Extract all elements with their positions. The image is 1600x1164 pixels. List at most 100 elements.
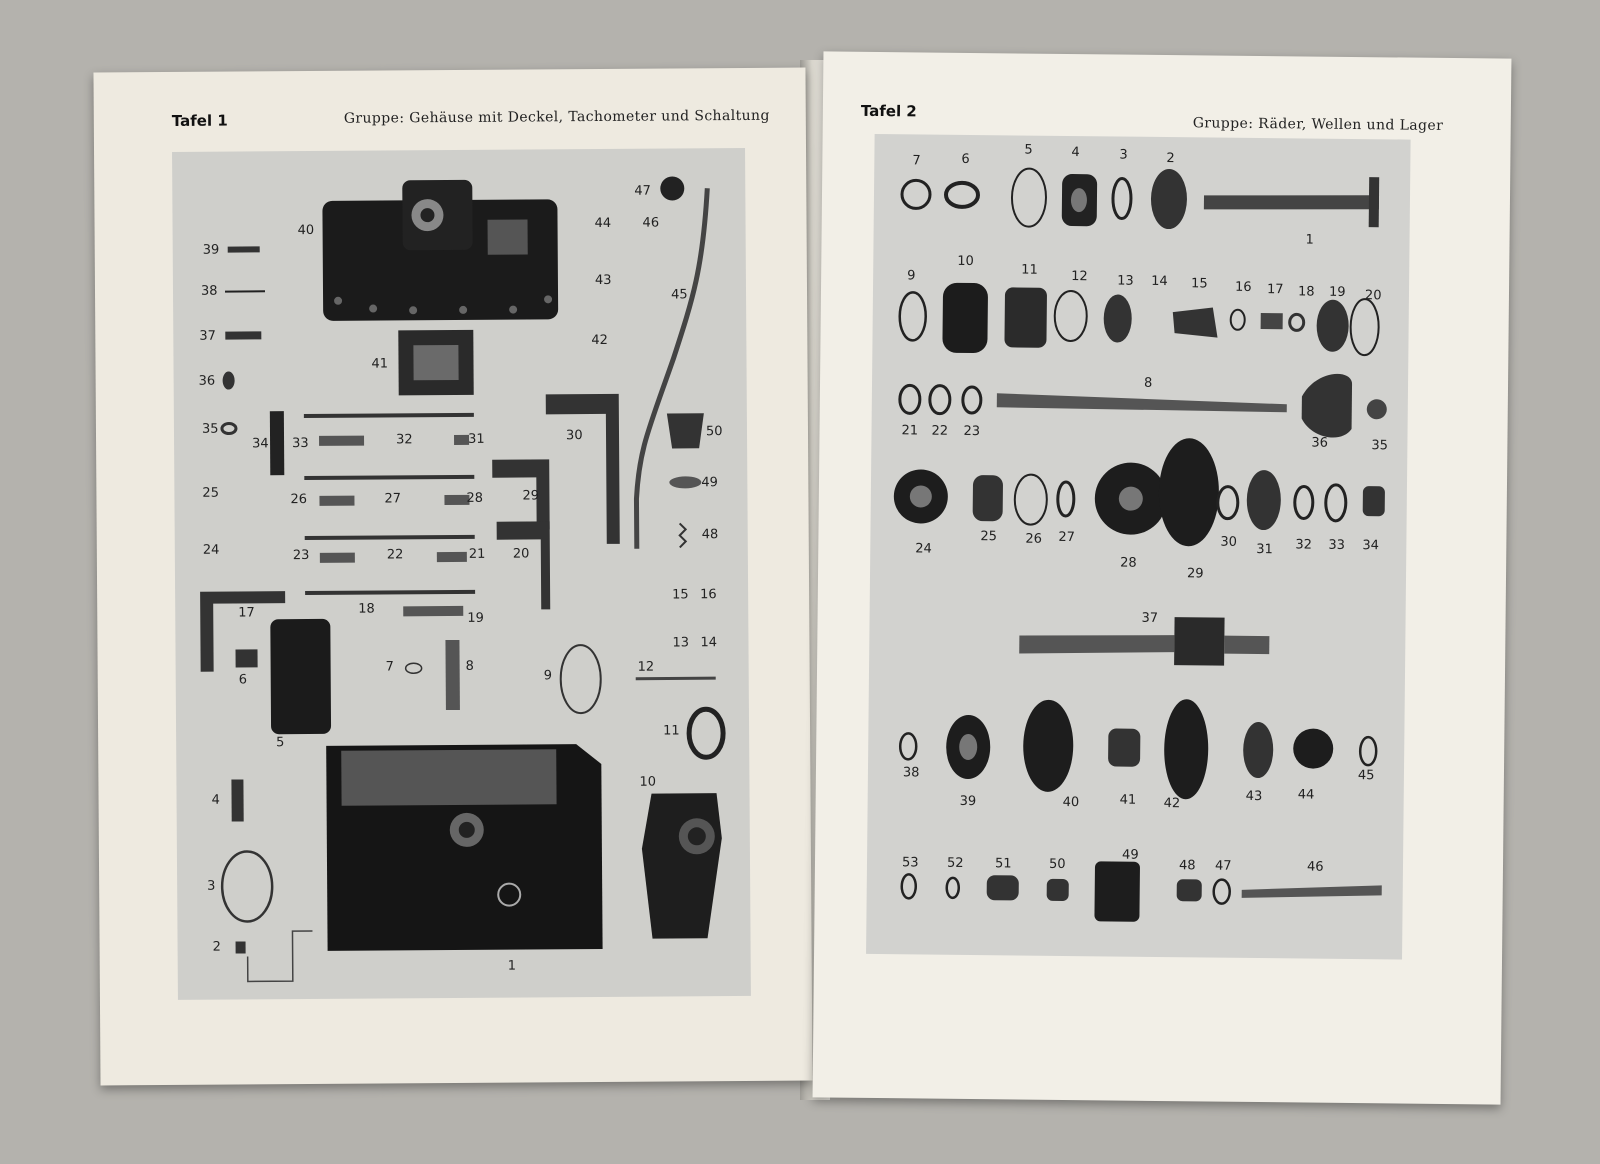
callout-r19: 19 <box>1328 284 1346 300</box>
callout-31: 31 <box>467 431 485 447</box>
callout-9: 9 <box>543 668 553 684</box>
callout-r46: 46 <box>1306 859 1324 875</box>
callout-r36: 36 <box>1311 435 1329 451</box>
callout-33: 33 <box>292 436 309 452</box>
callout-r15: 15 <box>1191 276 1208 292</box>
callout-r18: 18 <box>1297 284 1315 300</box>
callout-r11: 11 <box>1021 262 1038 278</box>
callout-r35: 35 <box>1371 438 1389 454</box>
callout-r53: 53 <box>901 855 919 871</box>
callout-42: 42 <box>591 332 608 349</box>
callout-22: 22 <box>386 547 404 563</box>
callout-15: 15 <box>672 587 689 603</box>
callout-r25: 25 <box>980 529 998 545</box>
callout-r43: 43 <box>1245 788 1263 805</box>
callout-r8: 8 <box>1143 375 1153 391</box>
callout-r52: 52 <box>946 855 964 871</box>
callout-37: 37 <box>199 328 216 344</box>
callout-49: 49 <box>701 475 718 491</box>
callout-r3: 3 <box>1119 147 1128 163</box>
callout-38: 38 <box>200 283 218 299</box>
callout-r23: 23 <box>963 423 981 440</box>
callout-r33: 33 <box>1328 537 1345 553</box>
callout-r21: 21 <box>901 423 919 439</box>
callout-r30: 30 <box>1220 534 1238 550</box>
group-title-left: Gruppe: Gehäuse mit Deckel, Tachometer u… <box>343 107 770 127</box>
callout-5: 5 <box>276 735 285 751</box>
callout-r17: 17 <box>1266 282 1284 298</box>
callout-r41: 41 <box>1119 792 1137 808</box>
callout-1: 1 <box>507 958 517 974</box>
callout-36: 36 <box>198 373 216 389</box>
callout-r14: 14 <box>1151 273 1168 290</box>
callout-r45: 45 <box>1357 768 1375 784</box>
left-page: Tafel 1 Gruppe: Gehäuse mit Deckel, Tach… <box>93 67 813 1086</box>
group-title-right: Gruppe: Räder, Wellen und Lager <box>1192 115 1444 134</box>
exploded-view-housing: 1 2 3 4 5 6 7 8 9 10 11 12 13 14 15 16 1… <box>172 147 751 1000</box>
callout-r37: 37 <box>1141 610 1159 626</box>
plate-title-right: Tafel 2 <box>860 101 917 121</box>
callout-47: 47 <box>634 183 651 199</box>
callout-48: 48 <box>701 527 719 543</box>
callout-30: 30 <box>565 428 583 444</box>
callout-23: 23 <box>292 548 310 564</box>
right-page: Tafel 2 Gruppe: Räder, Wellen und Lager <box>812 51 1512 1105</box>
callout-16: 16 <box>700 587 717 603</box>
callout-r44: 44 <box>1297 787 1315 803</box>
callout-28: 28 <box>466 490 484 506</box>
callout-34: 34 <box>252 436 269 452</box>
callout-r49: 49 <box>1122 847 1139 863</box>
housing-drawing <box>200 176 726 983</box>
callout-r50: 50 <box>1048 856 1066 873</box>
callout-r28: 28 <box>1120 555 1137 571</box>
callout-10: 10 <box>639 774 657 790</box>
callout-45: 45 <box>670 287 688 303</box>
callout-44: 44 <box>594 215 612 232</box>
callout-r7: 7 <box>912 153 921 169</box>
callout-14: 14 <box>700 635 718 651</box>
callout-12: 12 <box>637 659 655 675</box>
callout-r22: 22 <box>931 423 949 439</box>
callout-r6: 6 <box>961 151 970 167</box>
callout-r29: 29 <box>1186 566 1204 582</box>
callout-6: 6 <box>238 672 248 688</box>
callout-29: 29 <box>522 488 540 504</box>
callout-r51: 51 <box>994 856 1012 872</box>
callout-r39: 39 <box>959 793 977 810</box>
callout-20: 20 <box>512 546 530 562</box>
callout-r42: 42 <box>1163 796 1181 812</box>
callout-19: 19 <box>467 610 484 626</box>
callout-43: 43 <box>594 272 612 289</box>
callout-46: 46 <box>642 215 660 231</box>
callout-r38: 38 <box>902 765 920 781</box>
callout-r4: 4 <box>1071 145 1080 161</box>
callout-7: 7 <box>385 659 394 675</box>
callout-2: 2 <box>212 939 221 955</box>
callout-13: 13 <box>672 635 690 651</box>
callout-4: 4 <box>211 792 220 808</box>
callout-r40: 40 <box>1062 794 1080 811</box>
callout-3: 3 <box>207 878 216 894</box>
callout-40: 40 <box>297 222 315 239</box>
callout-r48: 48 <box>1178 858 1196 874</box>
callout-17: 17 <box>238 605 255 621</box>
exploded-view-gears: 1 2 3 4 5 6 7 8 9 10 11 12 13 14 15 16 1… <box>866 133 1411 960</box>
callout-11: 11 <box>663 723 680 739</box>
callout-24: 24 <box>202 542 220 558</box>
gears-drawing <box>893 167 1387 922</box>
callout-r5: 5 <box>1024 142 1033 158</box>
callout-r34: 34 <box>1362 538 1379 554</box>
callout-41: 41 <box>371 356 389 372</box>
callout-r47: 47 <box>1214 858 1232 874</box>
callout-r31: 31 <box>1256 541 1273 558</box>
callout-r20: 20 <box>1364 288 1382 304</box>
callout-39: 39 <box>202 242 220 258</box>
callout-35: 35 <box>201 421 219 437</box>
callout-r24: 24 <box>915 541 932 557</box>
callout-8: 8 <box>465 658 474 674</box>
callout-r10: 10 <box>957 253 974 270</box>
callout-r1: 1 <box>1305 232 1314 248</box>
callout-r9: 9 <box>907 268 916 284</box>
callout-r32: 32 <box>1295 537 1312 553</box>
plate-title-left: Tafel 1 <box>171 111 228 130</box>
